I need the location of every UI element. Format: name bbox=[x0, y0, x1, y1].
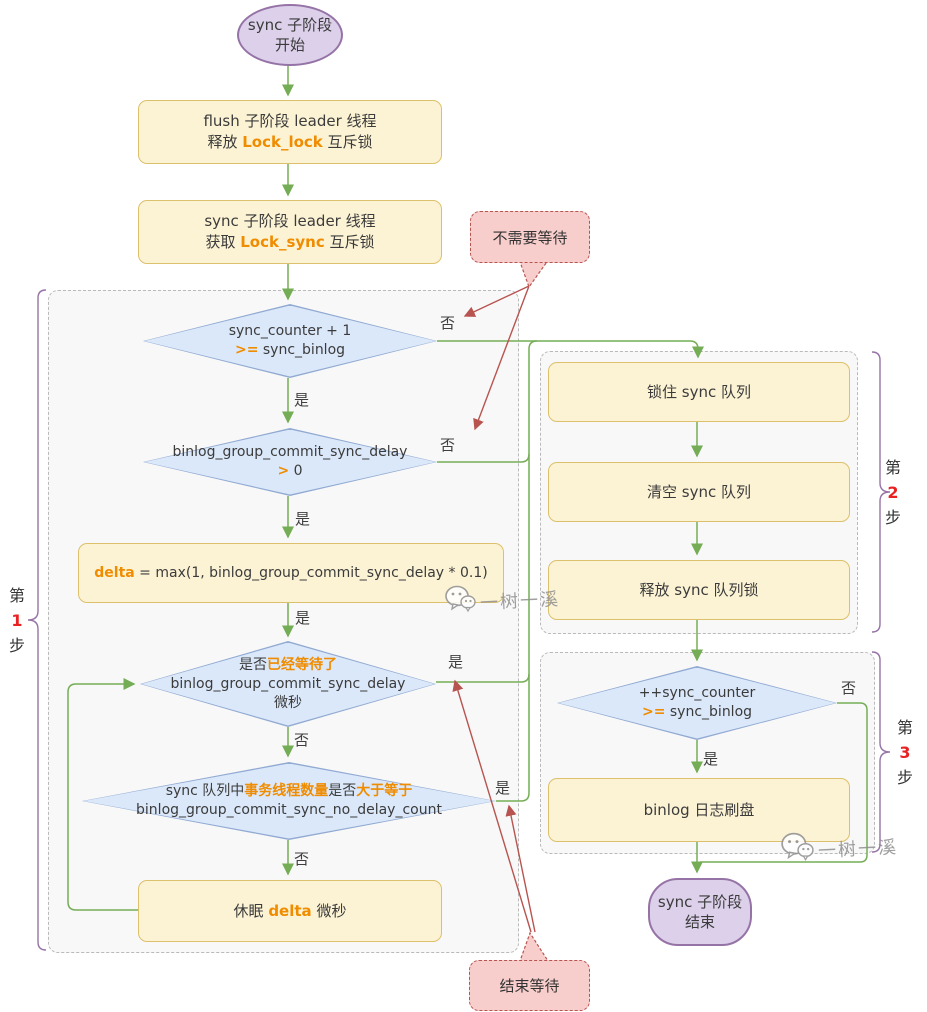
edge-d4-yes-to-trunk bbox=[496, 792, 530, 802]
brace-step3 bbox=[871, 651, 891, 853]
brace-step2 bbox=[871, 351, 891, 633]
edge-d1-no-to-lockqueue bbox=[437, 340, 704, 359]
edge-d5-no-bypass bbox=[700, 702, 868, 863]
edge-sleep-loop-to-d3 bbox=[67, 678, 138, 911]
edge-trunk-vertical bbox=[528, 340, 538, 793]
edge-d3-yes-to-trunk bbox=[436, 673, 530, 683]
brace-step1 bbox=[27, 289, 47, 951]
edge-d2-no-to-trunk bbox=[437, 453, 530, 463]
step1-group-box bbox=[48, 290, 519, 953]
